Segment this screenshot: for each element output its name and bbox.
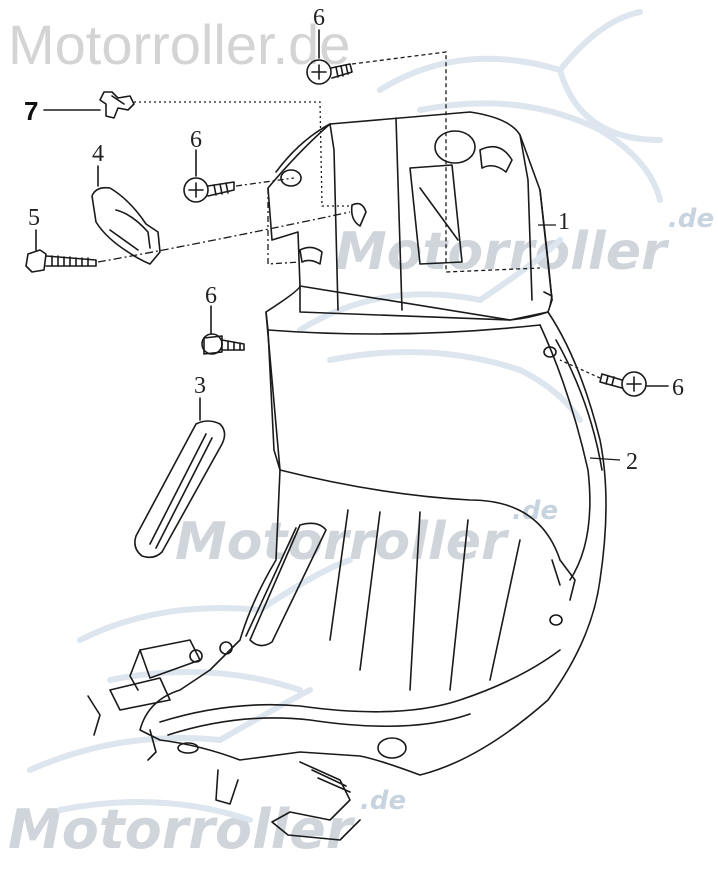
scooter-logo-watermark	[27, 9, 663, 823]
leader-lines	[97, 51, 621, 461]
watermark-top-text: Motorroller.de	[8, 13, 351, 76]
watermark-bottom-suffix: .de	[360, 786, 407, 816]
part-6-screw-top	[306, 29, 353, 85]
callout-6-right: 6	[672, 375, 684, 401]
callout-5: 5	[28, 205, 40, 231]
callout-4: 4	[92, 141, 104, 167]
part-2-leg-shield	[87, 285, 607, 841]
part-6-screw-right	[599, 371, 669, 397]
watermark-right-text: Motorroller	[335, 222, 667, 282]
part-5-bolt	[25, 229, 97, 273]
callout-1: 1	[558, 209, 570, 235]
watermark-right-suffix: .de	[668, 204, 715, 234]
callout-2: 2	[626, 449, 638, 475]
callout-3: 3	[194, 373, 206, 399]
callout-6-middle-left: 6	[205, 283, 217, 309]
part-7-clip	[43, 91, 135, 119]
callout-6-upper-left: 6	[190, 127, 202, 153]
part-6-screw-middle-left	[201, 305, 245, 355]
callout-6-top: 6	[313, 5, 325, 31]
part-4-cover-clip	[91, 165, 161, 265]
part-3-floor-strip	[134, 397, 226, 559]
part-6-screw-upper-left	[183, 149, 235, 203]
part-1-inner-panel-upper	[267, 111, 553, 321]
callout-7: 7	[24, 96, 39, 126]
